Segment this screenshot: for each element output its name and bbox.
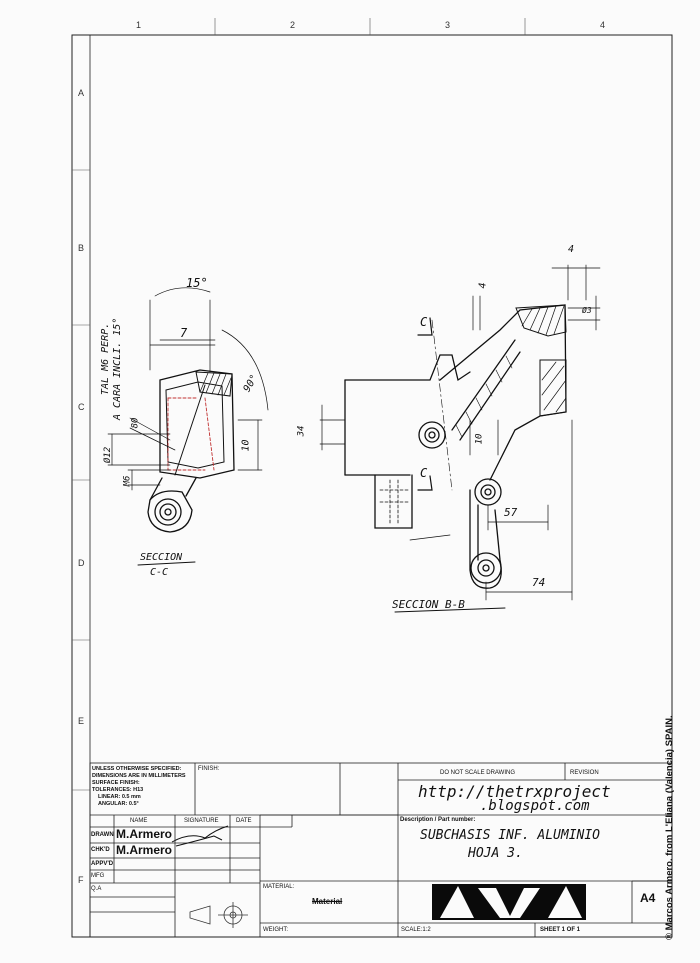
tap-note-line2: A CARA INCLI. 15° — [112, 317, 123, 420]
zone-row-e: E — [78, 716, 85, 726]
section-bb-label: SECCION B-B — [392, 598, 465, 611]
tap-note-line1: TAL M6 PERP. — [100, 322, 111, 395]
dim-4-top: 4 — [568, 244, 575, 255]
zone-row-d: D — [78, 558, 85, 568]
zone-row-b: B — [78, 243, 85, 253]
dim-dia3: Ø3 — [582, 306, 592, 315]
description-line-1: SUBCHASIS INF. ALUMINIO — [420, 828, 601, 843]
material-label: MATERIAL: — [263, 884, 295, 890]
website-line-1: http://thetrxproject — [418, 782, 611, 801]
material-value: Material — [312, 897, 343, 906]
title-block-grid — [89, 762, 673, 938]
dim-7: 7 — [180, 326, 188, 340]
role-checked: CHK'D — [91, 847, 110, 853]
dim-57: 57 — [504, 506, 518, 519]
zone-col-4: 4 — [600, 20, 606, 30]
dim-34: 34 — [296, 425, 307, 437]
description-label: Description / Part number: — [400, 817, 476, 823]
zone-row-f: F — [78, 875, 84, 885]
checked-name: M.Armero — [116, 843, 173, 857]
cut-mark-c-top: C — [420, 315, 428, 329]
description-line-2: HOJA 3. — [468, 846, 523, 861]
finish-label: FINISH: — [198, 766, 220, 772]
header-signature: SIGNATURE — [184, 818, 219, 824]
dim-4-left: 4 — [477, 282, 489, 289]
section-bb-view — [319, 264, 601, 613]
unless-specified-block: UNLESS OTHERWISE SPECIFIED: DIMENSIONS A… — [92, 766, 186, 807]
cut-mark-c-bottom: C — [420, 466, 428, 480]
zone-row-a: A — [78, 88, 85, 98]
ava-logo-icon — [432, 884, 586, 920]
dim-80: 80 — [130, 417, 141, 429]
role-drawn: DRAWN — [91, 832, 114, 838]
website-line-2: .blogspot.com — [480, 798, 590, 814]
header-name: NAME — [130, 818, 148, 824]
paper-size: A4 — [640, 891, 656, 905]
section-cc-label-2: C-C — [150, 567, 169, 578]
zone-col-1: 1 — [136, 20, 142, 30]
dim-10-bb: 10 — [474, 433, 485, 445]
role-qa: Q.A — [91, 886, 102, 892]
dim-10-cc: 10 — [240, 439, 252, 452]
dim-74: 74 — [532, 576, 546, 589]
dim-m6: M6 — [122, 475, 133, 487]
revision-label: REVISION — [570, 770, 599, 776]
zone-col-2: 2 — [290, 20, 296, 30]
zone-row-c: C — [78, 402, 85, 412]
role-mfg: MFG — [91, 873, 105, 879]
header-date: DATE — [236, 818, 252, 824]
projection-symbol-icon — [189, 902, 248, 928]
weight-label: WEIGHT: — [263, 927, 288, 933]
do-not-scale-label: DO NOT SCALE DRAWING — [440, 770, 516, 776]
sheet-label: SHEET 1 OF 1 — [540, 927, 581, 933]
role-approved: APPV'D — [91, 861, 114, 867]
signature-icon — [171, 825, 229, 847]
dim-dia12: Ø12 — [103, 446, 114, 464]
drawn-name: M.Armero — [116, 827, 173, 841]
dim-15deg: 15° — [186, 276, 208, 290]
copyright-text: ® Marcos Armero. from L'Eliana (Valencia… — [664, 715, 675, 940]
section-cc-view — [107, 287, 269, 566]
scale-label: SCALE:1:2 — [401, 927, 431, 933]
section-cc-label-1: SECCION — [140, 552, 183, 563]
zone-col-3: 3 — [445, 20, 451, 30]
